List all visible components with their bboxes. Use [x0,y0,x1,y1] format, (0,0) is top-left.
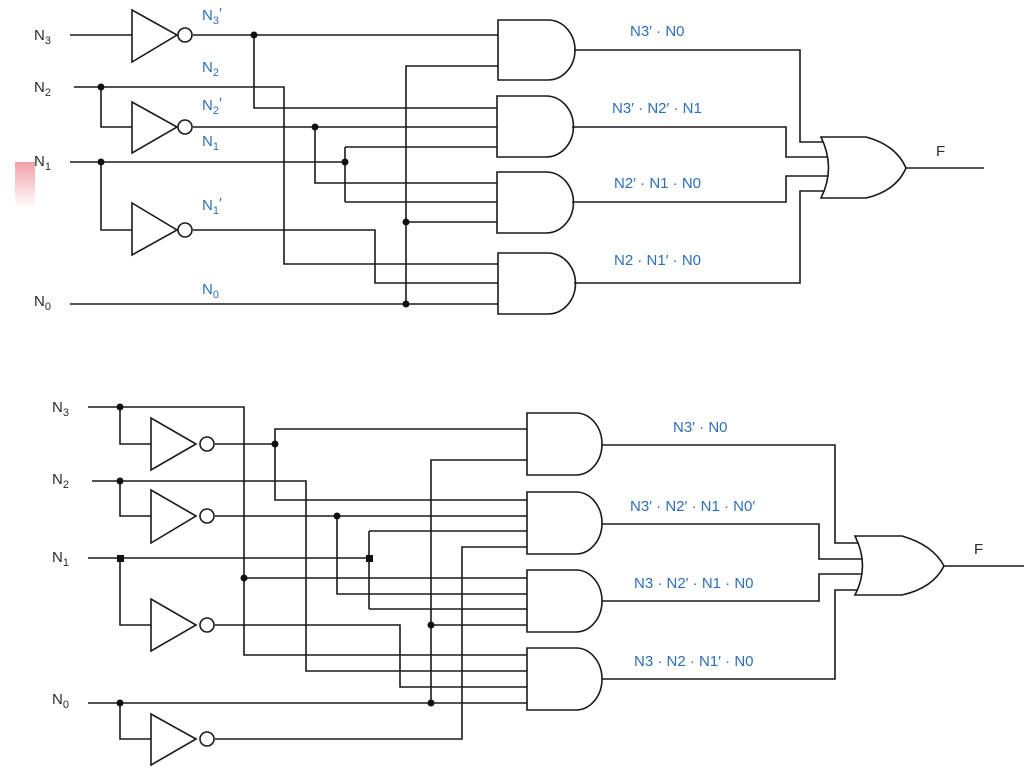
term-label-4: N2 · N1′ · N0 [614,252,701,269]
inverter-n1-b [150,597,215,653]
term-label-1-b: N3′ · N0 [673,419,728,436]
and-gate-2-b [526,491,603,555]
and-gate-4-b [526,647,603,711]
wire-label-n1: N1 [202,133,219,153]
and-gate-3 [496,171,575,234]
or-gate-top [819,136,907,199]
bottom-junctions [116,403,435,707]
wire-label-n2-not: N2′ [202,95,222,117]
input-label-n1-b: N1 [52,549,69,569]
corner-marker [15,162,35,208]
and-gate-1-b [526,412,603,476]
inverter-n2 [131,100,193,155]
input-label-n0: N0 [34,293,51,313]
circuit-top: N3 N2 N1 N0 N3′ N2 N2′ N1 N1′ N0 [34,5,984,315]
top-junctions [97,31,410,308]
inverter-n1 [131,201,193,257]
wire-label-n1-not: N1′ [202,195,222,217]
or-gate-bottom [853,535,945,596]
and-gate-2 [496,95,575,158]
wire-label-n2: N2 [202,59,219,79]
term-label-2-b: N3′ · N2′ · N1 · N0′ [630,498,755,515]
term-label-4-b: N3 · N2 · N1′ · N0 [634,653,754,670]
inverter-n0-b [150,712,215,767]
input-label-n2: N2 [34,79,51,99]
and-gate-3-b [526,569,603,633]
wire-label-n0: N0 [202,281,219,301]
top-or-inputs [572,49,984,284]
and-gate-1 [497,19,576,81]
term-label-3: N2′ · N1 · N0 [614,175,701,192]
output-label-f-bottom: F [974,541,983,558]
input-label-n0-b: N0 [52,691,69,711]
input-label-n2-b: N2 [52,471,69,491]
top-wires [70,34,498,305]
bottom-or-inputs [602,444,1024,680]
output-label-f-top: F [936,143,945,160]
input-label-n3: N3 [34,27,51,47]
inverter-n3-b [150,416,215,472]
and-gate-4 [497,252,577,315]
term-label-3-b: N3 · N2′ · N1 · N0 [634,575,754,592]
term-label-1: N3′ · N0 [630,23,685,40]
inverter-n2-b [150,488,215,545]
wire-label-n3-not: N3′ [202,5,222,27]
inverter-n3 [131,8,193,64]
input-label-n3-b: N3 [52,399,69,419]
bottom-wires [88,406,527,740]
circuit-bottom: N3 N2 N1 N0 [52,399,1024,767]
term-label-2: N3′ · N2′ · N1 [612,100,702,117]
input-label-n1: N1 [34,153,51,173]
